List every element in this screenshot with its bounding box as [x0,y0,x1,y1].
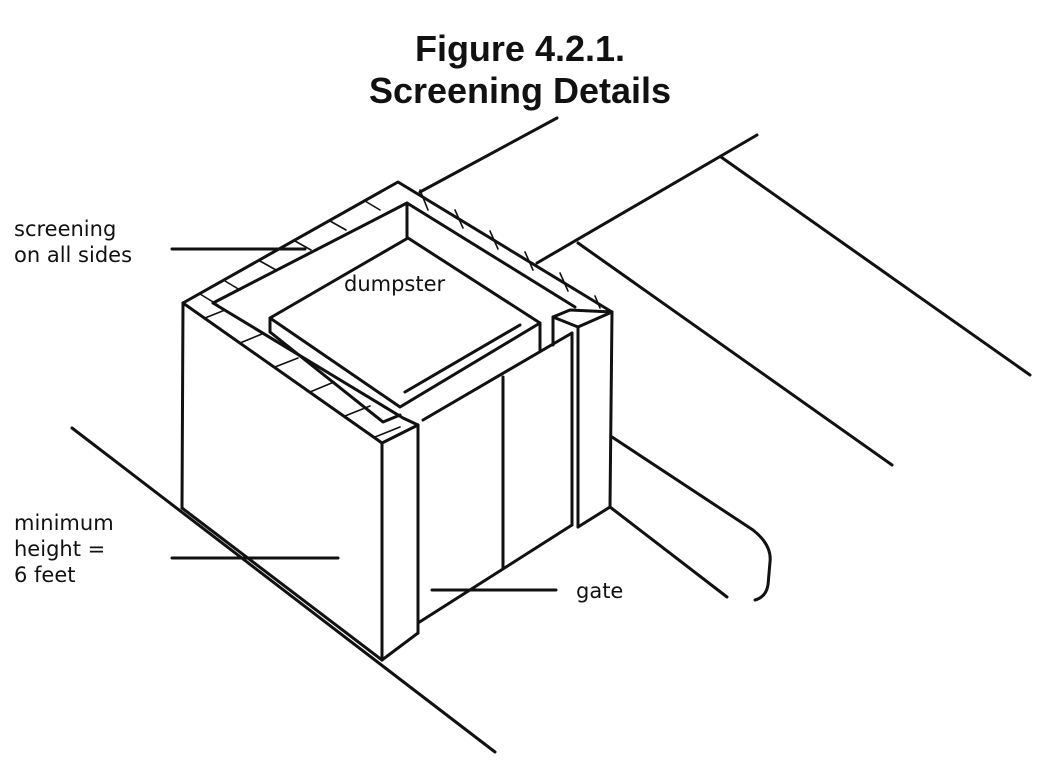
screening-label: screening on all sides [14,216,132,268]
height-label-line1: minimum [14,511,114,535]
height-label-line3: 6 feet [14,563,76,587]
height-label: minimum height = 6 feet [14,510,114,588]
dumpster-shape [268,236,542,424]
height-label-line2: height = [14,537,106,561]
leader-lines [170,247,558,592]
gate-shape [416,331,574,625]
screening-wall [180,180,614,662]
screening-label-line1: screening [14,217,117,241]
gate-label: gate [576,579,624,603]
ground-lines [70,116,1032,754]
figure-title: Screening Details [368,70,672,111]
figure-number: Figure 4.2.1. [414,28,626,69]
screening-label-line2: on all sides [14,243,133,267]
dumpster-label: dumpster [344,272,446,296]
wall-hatching [199,189,601,438]
